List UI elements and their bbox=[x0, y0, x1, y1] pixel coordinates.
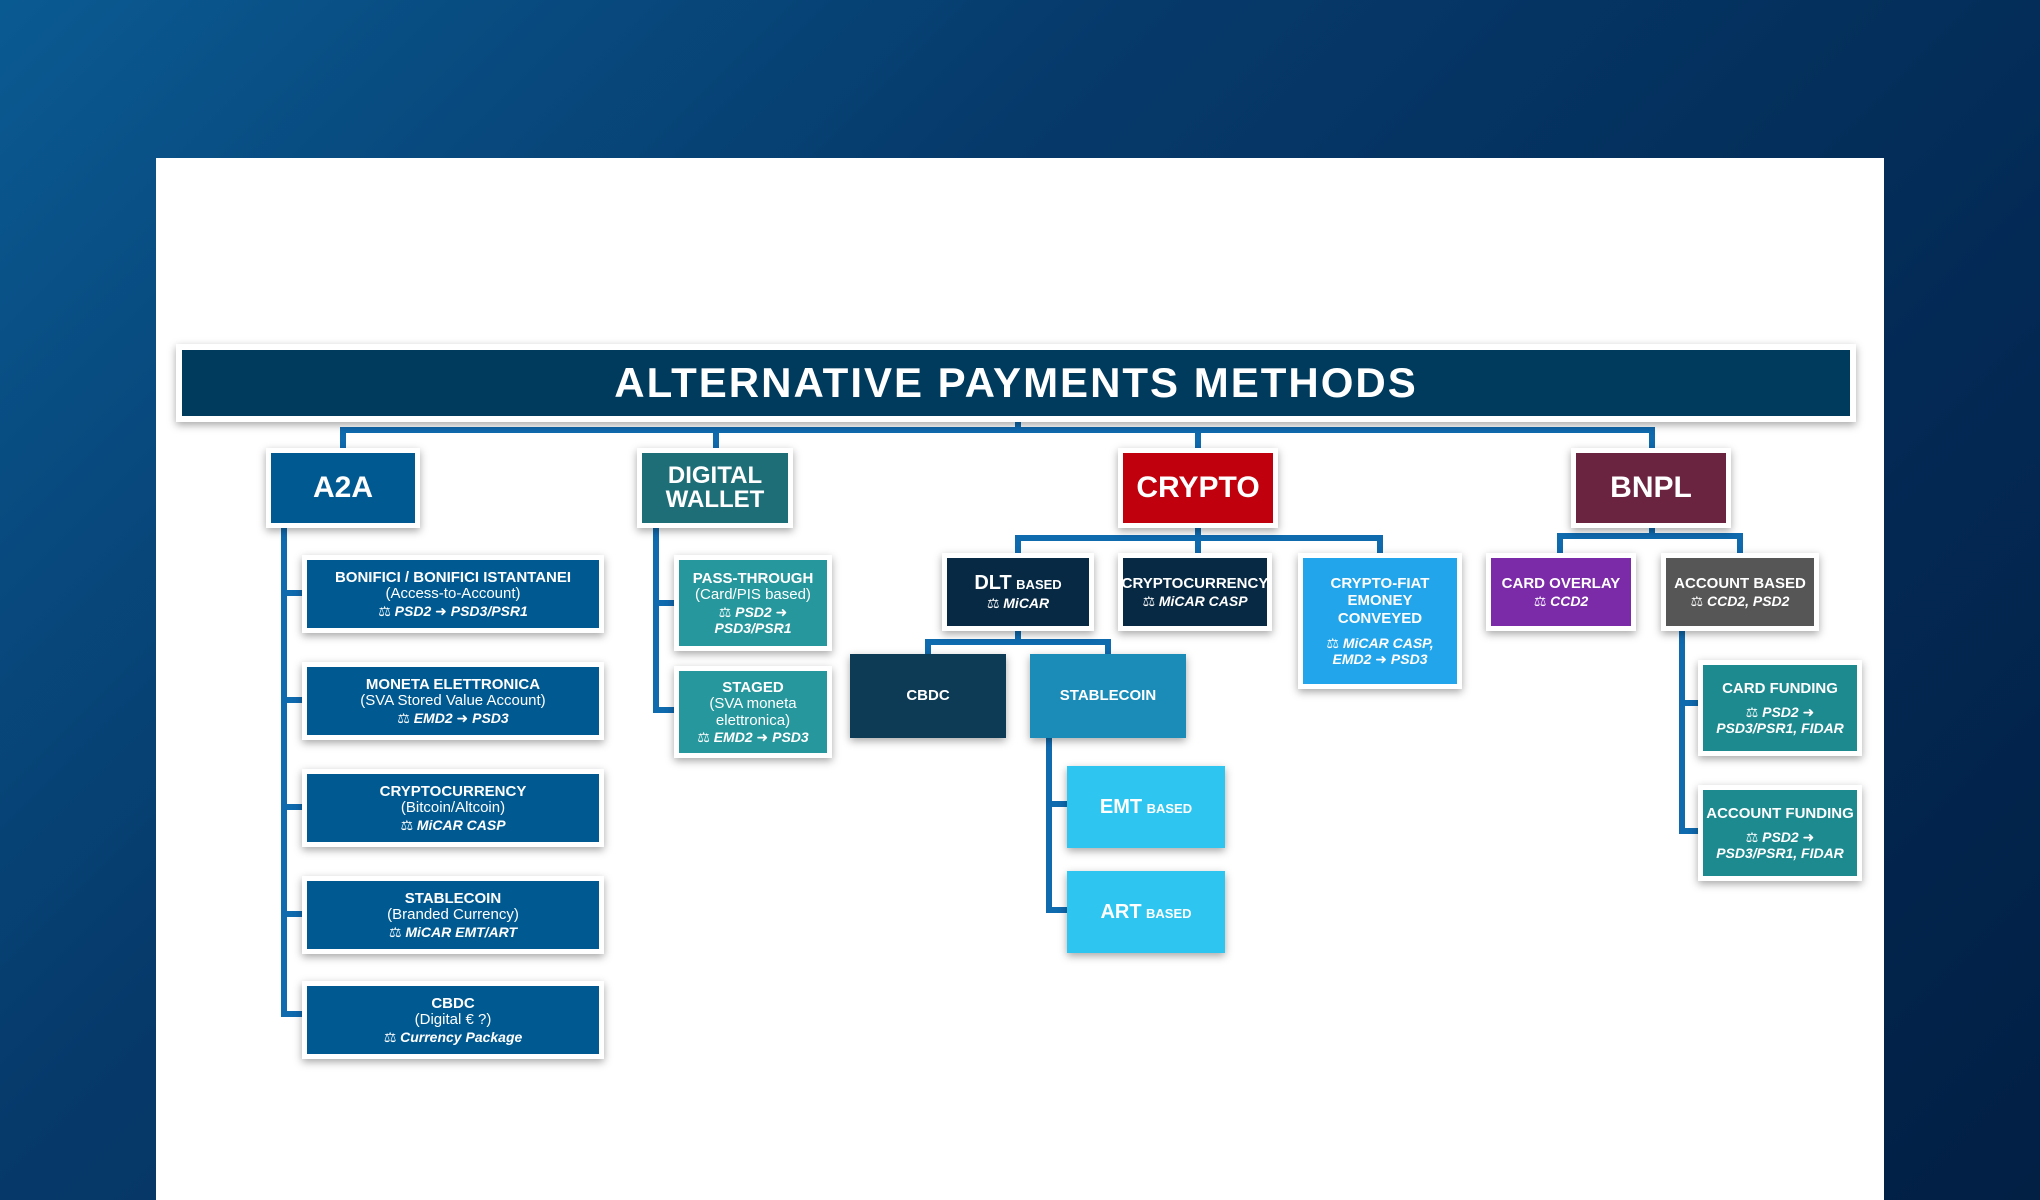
item-regulation: ⚖ MiCAR CASP bbox=[400, 816, 506, 833]
item-regulation: ⚖ MiCAR CASP bbox=[1142, 592, 1248, 609]
bnpl-account-funding: ACCOUNT FUNDING ⚖ PSD2 ➜ PSD3/PSR1, FIDA… bbox=[1698, 785, 1862, 881]
crypto-cbdc: CBDC bbox=[850, 654, 1006, 738]
item-regulation: PSD3/PSR1 bbox=[714, 619, 792, 636]
item-regulation: ⚖ PSD2 ➜ bbox=[1745, 703, 1815, 720]
item-regulation: ⚖ MiCAR EMT/ART bbox=[388, 923, 518, 940]
item-label: CARD OVERLAY bbox=[1501, 575, 1621, 593]
item-sub: (Bitcoin/Altcoin) bbox=[400, 799, 506, 817]
category-label: WALLET bbox=[665, 486, 765, 513]
category-label: A2A bbox=[312, 471, 373, 504]
a2a-item-cryptocurrency: CRYPTOCURRENCY (Bitcoin/Altcoin) ⚖ MiCAR… bbox=[302, 769, 604, 847]
item-label: CRYPTOCURRENCY bbox=[1121, 575, 1269, 593]
category-a2a: A2A bbox=[266, 448, 420, 528]
item-regulation: PSD3/PSR1, FIDAR bbox=[1716, 719, 1844, 736]
item-label: STABLECOIN bbox=[404, 890, 502, 908]
item-regulation: ⚖ PSD2 ➜ PSD3/PSR1 bbox=[378, 602, 528, 619]
category-digital-wallet: DIGITAL WALLET bbox=[637, 448, 793, 528]
item-label: EMT bbox=[1099, 795, 1143, 818]
item-regulation: ⚖ EMD2 ➜ PSD3 bbox=[697, 729, 809, 746]
item-sub: (Access-to-Account) bbox=[385, 585, 521, 603]
a2a-item-moneta-elettronica: MONETA ELETTRONICA (SVA Stored Value Acc… bbox=[302, 662, 604, 740]
item-sub: (SVA Stored Value Account) bbox=[360, 692, 546, 710]
item-regulation: ⚖ MiCAR bbox=[986, 595, 1050, 612]
category-bnpl: BNPL bbox=[1571, 448, 1731, 528]
item-regulation: ⚖ EMD2 ➜ PSD3 bbox=[397, 709, 509, 726]
diagram-canvas: ALTERNATIVE PAYMENTS METHODS A2A DIGITAL… bbox=[156, 158, 1884, 1200]
item-label: STAGED bbox=[722, 678, 784, 696]
category-label: BNPL bbox=[1610, 471, 1692, 504]
a2a-item-bonifici: BONIFICI / BONIFICI ISTANTANEI (Access-t… bbox=[302, 555, 604, 633]
item-label: PASS-THROUGH bbox=[692, 570, 814, 588]
item-regulation: ⚖ PSD2 ➜ bbox=[1745, 828, 1815, 845]
item-regulation: ⚖ PSD2 ➜ bbox=[718, 603, 788, 620]
crypto-cryptocurrency: CRYPTOCURRENCY ⚖ MiCAR CASP bbox=[1118, 553, 1272, 631]
a2a-item-cbdc: CBDC (Digital € ?) ⚖ Currency Package bbox=[302, 981, 604, 1059]
item-regulation: ⚖ CCD2 bbox=[1533, 592, 1589, 609]
item-label: MONETA ELETTRONICA bbox=[365, 676, 541, 694]
item-regulation: EMD2 ➜ PSD3 bbox=[1332, 650, 1428, 667]
item-label: CBDC bbox=[906, 687, 950, 705]
item-sub: elettronica) bbox=[715, 711, 791, 729]
crypto-stablecoin: STABLECOIN bbox=[1030, 654, 1186, 738]
item-sub: (Branded Currency) bbox=[387, 906, 519, 924]
item-sub: (SVA moneta bbox=[709, 695, 797, 713]
category-label: DIGITAL bbox=[667, 462, 763, 489]
item-label: CBDC bbox=[431, 995, 475, 1013]
item-label: BONIFICI / BONIFICI ISTANTANEI bbox=[334, 569, 572, 587]
item-suffix: BASED bbox=[1146, 905, 1192, 921]
crypto-dlt-based: DLT BASED ⚖ MiCAR bbox=[942, 553, 1094, 631]
item-sub: (Card/PIS based) bbox=[695, 586, 811, 604]
item-suffix: BASED bbox=[1016, 577, 1062, 593]
item-regulation: PSD3/PSR1, FIDAR bbox=[1716, 844, 1844, 861]
item-regulation: ⚖ CCD2, PSD2 bbox=[1690, 592, 1790, 609]
item-sub: (Digital € ?) bbox=[414, 1011, 492, 1029]
page-title: ALTERNATIVE PAYMENTS METHODS bbox=[614, 359, 1418, 406]
item-label: ART bbox=[1100, 900, 1142, 923]
category-label: CRYPTO bbox=[1136, 471, 1260, 504]
item-label: EMONEY bbox=[1347, 592, 1413, 610]
crypto-art-based: ART BASED bbox=[1067, 871, 1225, 953]
item-regulation: ⚖ MiCAR CASP, bbox=[1326, 634, 1434, 651]
bnpl-account-based: ACCOUNT BASED ⚖ CCD2, PSD2 bbox=[1661, 553, 1819, 631]
item-label: DLT bbox=[974, 572, 1012, 595]
item-label: CONVEYED bbox=[1337, 609, 1423, 627]
a2a-item-stablecoin: STABLECOIN (Branded Currency) ⚖ MiCAR EM… bbox=[302, 876, 604, 954]
title-bar: ALTERNATIVE PAYMENTS METHODS bbox=[176, 344, 1856, 422]
bnpl-card-funding: CARD FUNDING ⚖ PSD2 ➜ PSD3/PSR1, FIDAR bbox=[1698, 660, 1862, 756]
item-label: ACCOUNT FUNDING bbox=[1706, 805, 1854, 823]
item-suffix: BASED bbox=[1146, 800, 1193, 816]
crypto-emt-based: EMT BASED bbox=[1067, 766, 1225, 848]
item-label: CARD FUNDING bbox=[1722, 680, 1838, 698]
item-label: CRYPTOCURRENCY bbox=[379, 783, 527, 801]
item-label: ACCOUNT BASED bbox=[1674, 575, 1806, 593]
bnpl-card-overlay: CARD OVERLAY ⚖ CCD2 bbox=[1486, 553, 1636, 631]
wallet-item-staged: STAGED (SVA moneta elettronica) ⚖ EMD2 ➜… bbox=[674, 666, 832, 758]
category-crypto: CRYPTO bbox=[1118, 448, 1278, 528]
crypto-fiat-emoney: CRYPTO-FIAT EMONEY CONVEYED ⚖ MiCAR CASP… bbox=[1298, 553, 1462, 689]
item-regulation: ⚖ Currency Package bbox=[383, 1028, 523, 1045]
item-label: STABLECOIN bbox=[1059, 687, 1157, 705]
wallet-item-pass-through: PASS-THROUGH (Card/PIS based) ⚖ PSD2 ➜ P… bbox=[674, 555, 832, 651]
item-label: CRYPTO-FIAT bbox=[1330, 575, 1430, 593]
